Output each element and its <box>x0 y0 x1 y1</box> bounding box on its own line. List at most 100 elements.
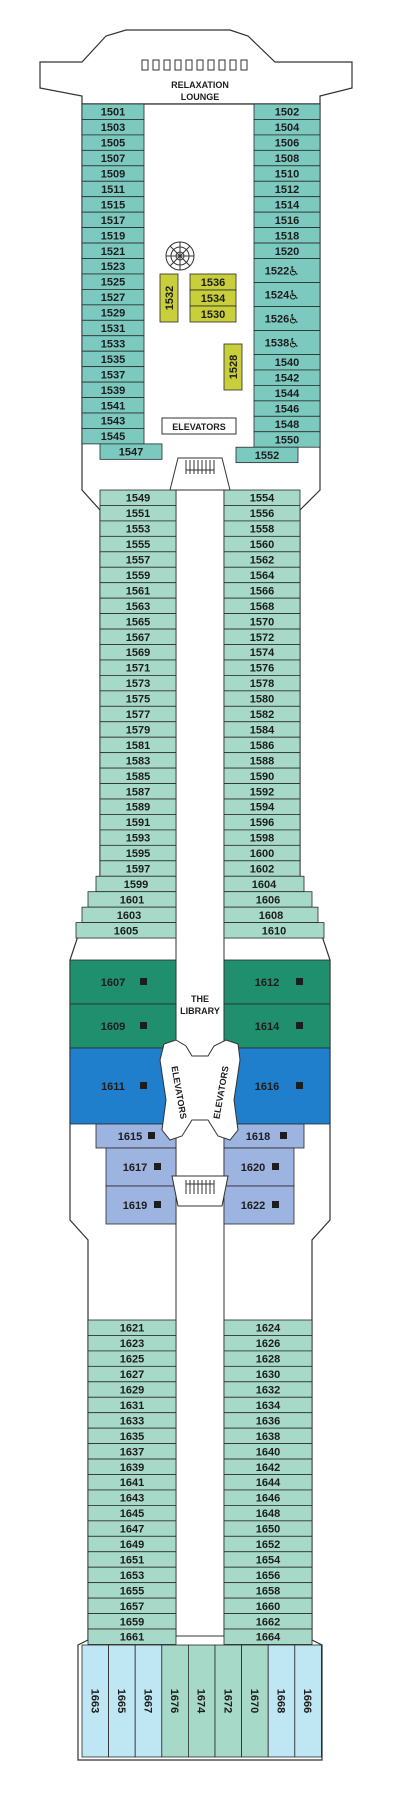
cabin-1530[interactable]: 1530 <box>189 305 237 323</box>
cabin-1559[interactable]: 1559 <box>99 566 177 584</box>
cabin-1589[interactable]: 1589 <box>99 798 177 815</box>
cabin-1611[interactable]: 1611 <box>69 1047 177 1125</box>
cabin-1571[interactable]: 1571 <box>99 659 177 676</box>
cabin-1558[interactable]: 1558 <box>223 520 301 537</box>
cabin-1562[interactable]: 1562 <box>223 551 301 568</box>
cabin-1568[interactable]: 1568 <box>223 597 301 615</box>
cabin-1535[interactable]: 1535 <box>81 350 145 368</box>
cabin-1598[interactable]: 1598 <box>223 829 301 846</box>
cabin-1665[interactable]: 1665 <box>108 1644 136 1758</box>
cabin-1567[interactable]: 1567 <box>99 628 177 645</box>
cabin-1603[interactable]: 1603 <box>81 906 177 924</box>
cabin-1667[interactable]: 1667 <box>134 1644 163 1758</box>
cabin-1512[interactable]: 1512 <box>253 180 321 198</box>
cabin-1511[interactable]: 1511 <box>81 180 145 198</box>
cabin-1556[interactable]: 1556 <box>223 505 301 522</box>
cabin-1573[interactable]: 1573 <box>99 675 177 692</box>
cabin-1623[interactable]: 1623 <box>87 1335 177 1352</box>
cabin-1538[interactable]: 1538♿ <box>253 330 321 355</box>
cabin-1631[interactable]: 1631 <box>87 1396 177 1414</box>
cabin-1632[interactable]: 1632 <box>223 1381 313 1398</box>
cabin-1653[interactable]: 1653 <box>87 1566 177 1584</box>
cabin-1622[interactable]: 1622 <box>223 1185 295 1225</box>
cabin-1522[interactable]: 1522♿ <box>253 258 321 283</box>
cabin-1547[interactable]: 1547 <box>99 443 163 460</box>
cabin-1563[interactable]: 1563 <box>99 597 177 615</box>
cabin-1596[interactable]: 1596 <box>223 814 301 831</box>
cabin-1504[interactable]: 1504 <box>253 119 321 136</box>
cabin-1666[interactable]: 1666 <box>294 1644 322 1758</box>
cabin-1529[interactable]: 1529 <box>81 304 145 321</box>
cabin-1564[interactable]: 1564 <box>223 566 301 584</box>
cabin-1507[interactable]: 1507 <box>81 149 145 167</box>
cabin-1539[interactable]: 1539 <box>81 381 145 398</box>
cabin-1585[interactable]: 1585 <box>99 767 177 784</box>
cabin-1543[interactable]: 1543 <box>81 412 145 429</box>
cabin-1601[interactable]: 1601 <box>87 891 177 908</box>
cabin-1531[interactable]: 1531 <box>81 319 145 337</box>
cabin-1602[interactable]: 1602 <box>223 860 301 877</box>
cabin-1518[interactable]: 1518 <box>253 227 321 244</box>
cabin-1657[interactable]: 1657 <box>87 1597 177 1614</box>
cabin-1552[interactable]: 1552 <box>235 446 299 464</box>
cabin-1526[interactable]: 1526♿ <box>253 306 321 331</box>
cabin-1626[interactable]: 1626 <box>223 1335 313 1352</box>
cabin-1643[interactable]: 1643 <box>87 1489 177 1506</box>
cabin-1519[interactable]: 1519 <box>81 227 145 244</box>
cabin-1549[interactable]: 1549 <box>99 489 177 506</box>
cabin-1533[interactable]: 1533 <box>81 335 145 352</box>
cabin-1561[interactable]: 1561 <box>99 582 177 599</box>
cabin-1645[interactable]: 1645 <box>87 1505 177 1522</box>
cabin-1515[interactable]: 1515 <box>81 196 145 213</box>
cabin-1617[interactable]: 1617 <box>105 1147 177 1187</box>
cabin-1662[interactable]: 1662 <box>223 1613 313 1630</box>
cabin-1536[interactable]: 1536 <box>189 273 237 291</box>
cabin-1625[interactable]: 1625 <box>87 1350 177 1367</box>
cabin-1610[interactable]: 1610 <box>223 922 325 939</box>
cabin-1676[interactable]: 1676 <box>161 1644 189 1758</box>
cabin-1649[interactable]: 1649 <box>87 1535 177 1553</box>
cabin-1566[interactable]: 1566 <box>223 582 301 599</box>
cabin-1640[interactable]: 1640 <box>223 1443 313 1460</box>
cabin-1620[interactable]: 1620 <box>223 1147 295 1187</box>
cabin-1553[interactable]: 1553 <box>99 520 177 537</box>
cabin-1635[interactable]: 1635 <box>87 1427 177 1445</box>
cabin-1609[interactable]: 1609 <box>69 1003 177 1049</box>
cabin-1508[interactable]: 1508 <box>253 149 321 167</box>
cabin-1565[interactable]: 1565 <box>99 613 177 630</box>
cabin-1548[interactable]: 1548 <box>253 415 321 433</box>
cabin-1505[interactable]: 1505 <box>81 134 145 151</box>
cabin-1639[interactable]: 1639 <box>87 1458 177 1475</box>
cabin-1554[interactable]: 1554 <box>223 489 301 506</box>
cabin-1595[interactable]: 1595 <box>99 844 177 862</box>
cabin-1528[interactable]: 1528 <box>223 343 243 391</box>
cabin-1634[interactable]: 1634 <box>223 1396 313 1414</box>
cabin-1614[interactable]: 1614 <box>223 1003 331 1049</box>
cabin-1668[interactable]: 1668 <box>267 1644 296 1758</box>
cabin-1540[interactable]: 1540 <box>253 354 321 371</box>
cabin-1575[interactable]: 1575 <box>99 690 177 707</box>
cabin-1578[interactable]: 1578 <box>223 675 301 692</box>
cabin-1644[interactable]: 1644 <box>223 1474 313 1491</box>
cabin-1661[interactable]: 1661 <box>87 1628 177 1645</box>
cabin-1541[interactable]: 1541 <box>81 397 145 414</box>
cabin-1621[interactable]: 1621 <box>87 1319 177 1336</box>
cabin-1646[interactable]: 1646 <box>223 1489 313 1506</box>
cabin-1525[interactable]: 1525 <box>81 273 145 290</box>
cabin-1600[interactable]: 1600 <box>223 844 301 862</box>
cabin-1594[interactable]: 1594 <box>223 798 301 815</box>
cabin-1516[interactable]: 1516 <box>253 211 321 228</box>
cabin-1638[interactable]: 1638 <box>223 1427 313 1445</box>
cabin-1648[interactable]: 1648 <box>223 1505 313 1522</box>
cabin-1627[interactable]: 1627 <box>87 1365 177 1383</box>
cabin-1651[interactable]: 1651 <box>87 1551 177 1568</box>
cabin-1544[interactable]: 1544 <box>253 384 321 402</box>
cabin-1509[interactable]: 1509 <box>81 165 145 182</box>
cabin-1590[interactable]: 1590 <box>223 767 301 784</box>
cabin-1616[interactable]: 1616 <box>223 1047 331 1125</box>
cabin-1520[interactable]: 1520 <box>253 242 321 259</box>
cabin-1523[interactable]: 1523 <box>81 258 145 275</box>
cabin-1641[interactable]: 1641 <box>87 1474 177 1491</box>
cabin-1572[interactable]: 1572 <box>223 628 301 645</box>
cabin-1637[interactable]: 1637 <box>87 1443 177 1460</box>
